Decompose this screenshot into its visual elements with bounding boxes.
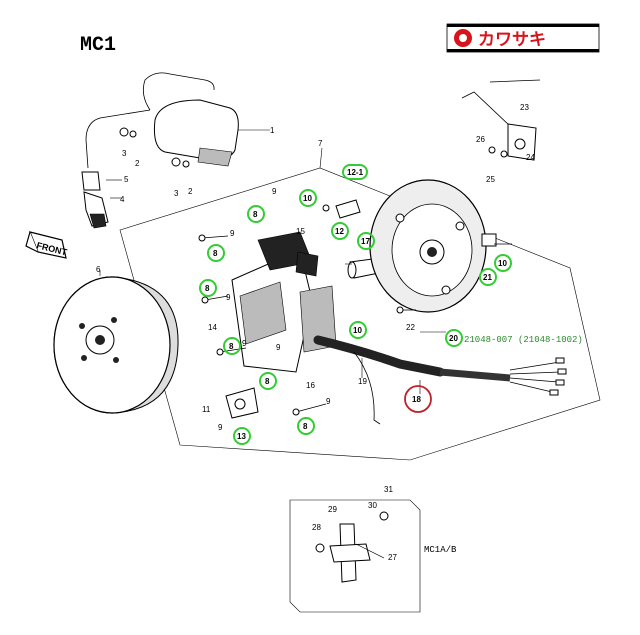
label-1: 1: [270, 126, 275, 135]
kawasaki-logo: カワサキ: [446, 23, 600, 53]
svg-text:12-1: 12-1: [347, 168, 364, 177]
label-24: 24: [526, 153, 535, 162]
sub-assembly-mc1ab: MC1A/B: [289, 499, 457, 613]
backing-plate: [369, 179, 487, 313]
label-28: 28: [312, 523, 321, 532]
coil-hardware: [119, 127, 190, 168]
flywheel-rotor: [53, 276, 179, 414]
screws: [198, 234, 512, 416]
sub-assembly-label: MC1A/B: [424, 545, 457, 555]
highlight-8: 8: [259, 372, 277, 390]
highlight-12-1: 12-1: [342, 164, 368, 180]
brand-name: カワサキ: [478, 30, 546, 50]
svg-text:8: 8: [205, 284, 210, 293]
label-31: 31: [384, 485, 393, 494]
svg-text:13: 13: [237, 432, 246, 441]
svg-text:8: 8: [265, 377, 270, 386]
label-9: 9: [272, 187, 277, 196]
highlight-17: 17: [357, 232, 375, 250]
label-9: 9: [230, 229, 235, 238]
highlight-12: 12: [331, 222, 349, 240]
label-15: 15: [296, 227, 305, 236]
label-5: 5: [124, 175, 129, 184]
label-7: 7: [318, 139, 323, 148]
model-title: MC1: [80, 34, 116, 57]
label-2: 2: [135, 159, 140, 168]
highlight-13: 13: [233, 427, 251, 445]
label-25: 25: [486, 175, 495, 184]
bracket: [481, 233, 497, 247]
label-9: 9: [226, 293, 231, 302]
label-9: 9: [242, 339, 247, 348]
label-19: 19: [358, 377, 367, 386]
ignition-coil: [85, 72, 239, 169]
svg-text:8: 8: [229, 342, 234, 351]
label-30: 30: [368, 501, 377, 510]
highlight-8: 8: [199, 279, 217, 297]
spark-plug-cap: [81, 171, 109, 229]
label-9: 9: [276, 343, 281, 352]
part-number: 21048-007 (21048-1002): [464, 335, 583, 345]
callout-labels: 1 2 2 3 3 4 5 6 7 9 9 9 9 9 9 9 11 15 14…: [96, 103, 535, 562]
highlight-10: 10: [349, 321, 367, 339]
timing-advancer: [225, 387, 259, 419]
label-3: 3: [122, 149, 127, 158]
label-22: 22: [406, 323, 415, 332]
highlight-20: 20: [445, 329, 463, 347]
label-4: 4: [120, 195, 125, 204]
label-9: 9: [326, 397, 331, 406]
front-arrow: FRONT: [25, 231, 68, 259]
label-9: 9: [218, 423, 223, 432]
svg-text:18: 18: [412, 395, 421, 404]
svg-text:8: 8: [303, 422, 308, 431]
svg-text:10: 10: [303, 194, 312, 203]
label-2: 2: [188, 187, 193, 196]
contact-breaker: [322, 199, 361, 219]
label-23: 23: [520, 103, 529, 112]
label-27: 27: [388, 553, 397, 562]
neutral-switch-bracket: [461, 79, 541, 161]
leader-lines: [99, 129, 446, 559]
stator-assembly: [231, 231, 337, 373]
callout-18: 18: [404, 385, 432, 413]
svg-text:8: 8: [213, 249, 218, 258]
highlight-8: 8: [297, 417, 315, 435]
label-6: 6: [96, 265, 101, 274]
highlight-8: 8: [207, 244, 225, 262]
svg-text:10: 10: [353, 326, 362, 335]
svg-text:21: 21: [483, 273, 492, 282]
highlight-21: 21: [479, 268, 497, 286]
svg-text:8: 8: [253, 210, 258, 219]
wiring-harness: [313, 335, 567, 425]
svg-text:12: 12: [335, 227, 344, 236]
label-3: 3: [174, 189, 179, 198]
label-14: 14: [208, 323, 217, 332]
label-29: 29: [328, 505, 337, 514]
checkered-border: [447, 24, 599, 52]
label-16: 16: [306, 381, 315, 390]
label-26: 26: [476, 135, 485, 144]
svg-text:20: 20: [449, 334, 458, 343]
highlight-8: 8: [223, 337, 241, 355]
svg-text:10: 10: [498, 259, 507, 268]
highlight-8: 8: [247, 205, 265, 223]
svg-text:17: 17: [361, 237, 370, 246]
highlighted-labels: 8 8 8 8 8 8 10 10 10 12 12-1 13 17 20 21: [199, 164, 512, 445]
highlight-10: 10: [299, 189, 317, 207]
label-11: 11: [202, 405, 211, 414]
highlight-10: 10: [494, 254, 512, 272]
